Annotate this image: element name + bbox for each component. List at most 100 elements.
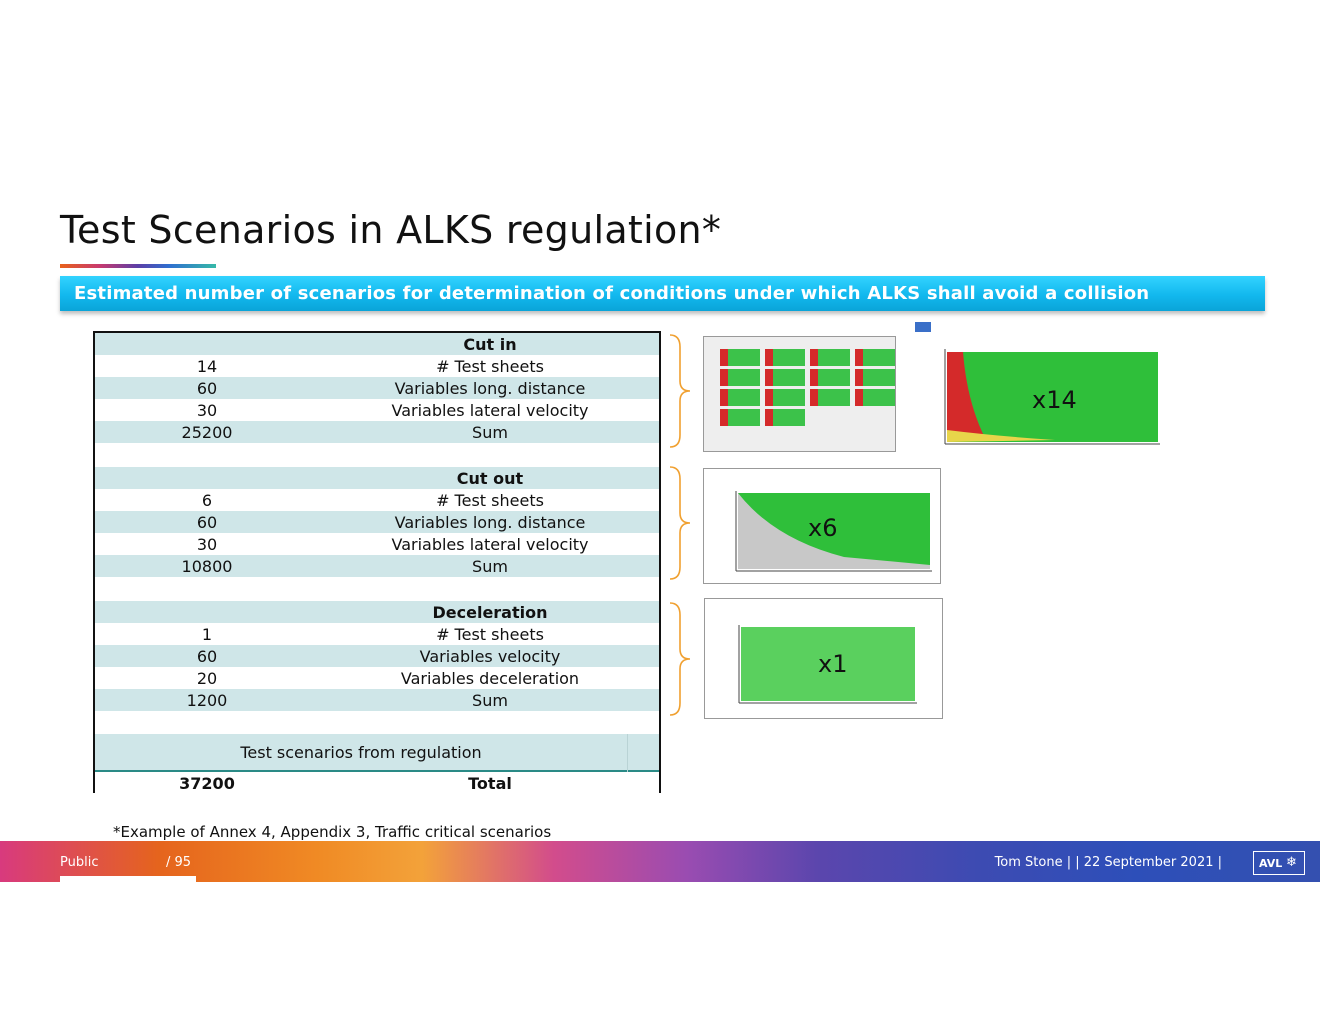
row-label: Sum <box>472 557 508 576</box>
test-sheet-collision-area <box>810 369 818 386</box>
test-sheet-collision-area <box>720 349 728 366</box>
test-sheet-collision-area <box>720 409 728 426</box>
classification-label: Public <box>60 855 99 870</box>
row-label: Sum <box>472 691 508 710</box>
test-sheet-tile <box>720 369 760 386</box>
row-value: 60 <box>196 513 218 532</box>
test-sheet-collision-area <box>720 369 728 386</box>
test-sheet-tile <box>765 389 805 406</box>
table-row-sum: 10800 Sum <box>95 555 659 577</box>
test-sheet-collision-area <box>765 369 773 386</box>
test-sheet-collision-area <box>765 349 773 366</box>
test-sheet-tile <box>855 349 895 366</box>
cut-in-plot-thumbnail <box>915 322 1175 460</box>
row-value: 14 <box>196 357 218 376</box>
row-value: 30 <box>196 401 218 420</box>
cut-in-brace <box>669 334 691 448</box>
test-sheet-tile <box>720 389 760 406</box>
test-sheet-tile <box>810 389 850 406</box>
table-spacer-row <box>95 577 659 599</box>
cut-in-test-sheets-thumbnail <box>703 336 896 452</box>
row-value: 10800 <box>181 557 233 576</box>
table-section-header: Cut in <box>95 333 659 355</box>
banner-text: Estimated number of scenarios for determ… <box>74 283 1150 304</box>
table-row: 14 # Test sheets <box>95 355 659 377</box>
row-value: 25200 <box>181 423 233 442</box>
avl-logo: AVL ❄ <box>1253 851 1305 875</box>
table-row: 20 Variables deceleration <box>95 667 659 689</box>
table-row: 30 Variables lateral velocity <box>95 533 659 555</box>
row-value: 60 <box>196 379 218 398</box>
regulation-row: Test scenarios from regulation <box>95 734 659 772</box>
row-label: # Test sheets <box>436 357 544 376</box>
total-value: 37200 <box>179 774 235 793</box>
cut-in-multiplier: x14 <box>1032 386 1077 414</box>
row-value: 60 <box>196 647 218 666</box>
test-sheet-tile <box>765 409 805 426</box>
table-spacer-row <box>95 443 659 465</box>
row-label: Variables velocity <box>419 647 561 666</box>
footnote: *Example of Annex 4, Appendix 3, Traffic… <box>113 823 552 841</box>
total-label: Total <box>468 774 512 793</box>
test-sheet-tile <box>810 349 850 366</box>
slide-title: Test Scenarios in ALKS regulation* <box>60 208 722 252</box>
test-sheet-tile <box>810 369 850 386</box>
deceleration-multiplier: x1 <box>818 650 848 678</box>
table-section-header: Cut out <box>95 467 659 489</box>
footer-meta: Tom Stone | | 22 September 2021 | <box>994 855 1222 870</box>
test-sheet-collision-area <box>855 369 863 386</box>
title-underline <box>60 264 216 268</box>
row-label: Variables lateral velocity <box>391 535 589 554</box>
row-label: # Test sheets <box>436 491 544 510</box>
total-row: 37200 Total <box>95 772 659 794</box>
logo-text: AVL <box>1259 857 1283 870</box>
section-banner: Estimated number of scenarios for determ… <box>60 276 1265 311</box>
test-sheet-collision-area <box>765 409 773 426</box>
table-row-sum: 1200 Sum <box>95 689 659 711</box>
section-header-label: Cut out <box>456 469 524 488</box>
test-sheet-tile <box>720 349 760 366</box>
table-section-header: Deceleration <box>95 601 659 623</box>
row-label: Sum <box>472 423 508 442</box>
test-sheet-collision-area <box>810 349 818 366</box>
row-value: 30 <box>196 535 218 554</box>
regulation-label: Test scenarios from regulation <box>240 743 482 762</box>
table-row: 30 Variables lateral velocity <box>95 399 659 421</box>
cut-out-brace <box>669 466 691 580</box>
test-sheet-tile <box>855 389 895 406</box>
test-sheet-collision-area <box>810 389 818 406</box>
deceleration-plot-thumbnail <box>704 598 943 719</box>
row-label: # Test sheets <box>436 625 544 644</box>
row-value: 1 <box>201 625 213 644</box>
footer-bar: Public / 95 Tom Stone | | 22 September 2… <box>0 841 1320 882</box>
test-sheet-tile <box>765 349 805 366</box>
row-label: Variables long. distance <box>394 379 586 398</box>
table-row-sum: 25200 Sum <box>95 421 659 443</box>
test-sheet-collision-area <box>855 389 863 406</box>
test-sheet-tile <box>720 409 760 426</box>
table-row: 1 # Test sheets <box>95 623 659 645</box>
cut-out-plot-thumbnail <box>703 468 941 584</box>
row-value: 1200 <box>186 691 228 710</box>
deceleration-brace <box>669 602 691 716</box>
row-value: 6 <box>201 491 213 510</box>
row-label: Variables long. distance <box>394 513 586 532</box>
scenario-table: Cut in 14 # Test sheets 60 Variables lon… <box>93 331 661 794</box>
page-count: / 95 <box>166 855 192 870</box>
snowflake-icon: ❄ <box>1286 855 1297 870</box>
row-label: Variables lateral velocity <box>391 401 589 420</box>
test-sheet-tile <box>765 369 805 386</box>
test-sheet-collision-area <box>720 389 728 406</box>
section-header-label: Deceleration <box>432 603 548 622</box>
regulation-divider <box>627 734 628 772</box>
table-row: 6 # Test sheets <box>95 489 659 511</box>
section-header-label: Cut in <box>463 335 517 354</box>
test-sheet-collision-area <box>765 389 773 406</box>
row-label: Variables deceleration <box>400 669 580 688</box>
test-sheet-tile <box>855 369 895 386</box>
test-sheet-collision-area <box>855 349 863 366</box>
table-row: 60 Variables velocity <box>95 645 659 667</box>
row-value: 20 <box>196 669 218 688</box>
footer-strip <box>60 876 196 882</box>
table-row: 60 Variables long. distance <box>95 377 659 399</box>
